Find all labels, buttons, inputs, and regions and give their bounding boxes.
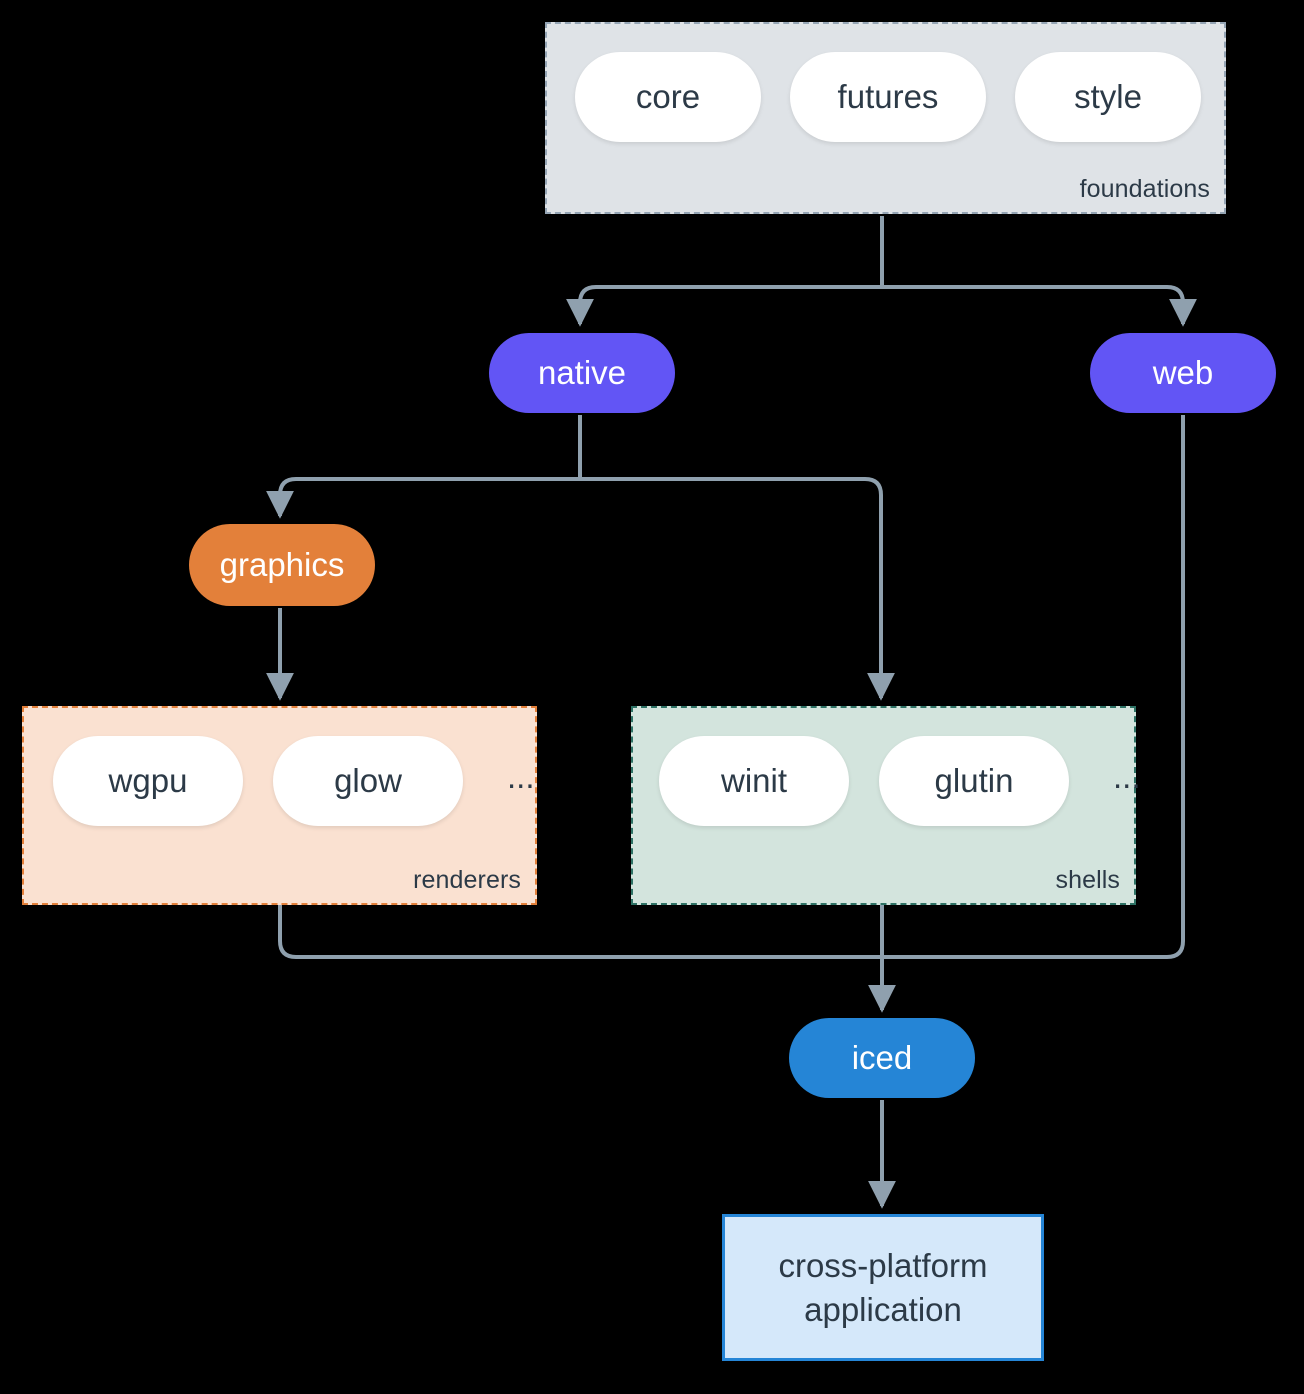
edge-native-to-graphics — [266, 477, 580, 519]
edge-foundations-to-native — [566, 285, 882, 327]
edge-foundations-to-web — [882, 285, 1197, 327]
foundations-pill-row: core futures style — [575, 52, 1201, 142]
node-cross-platform-application[interactable]: cross-platform application — [722, 1214, 1044, 1361]
group-shells: winit glutin ... shells — [631, 706, 1141, 905]
node-iced[interactable]: iced — [789, 1018, 975, 1098]
pill-core[interactable]: core — [575, 52, 761, 142]
group-label-renderers: renderers — [413, 866, 521, 894]
shells-ellipsis: ... — [1113, 757, 1141, 795]
shells-pill-row: winit glutin ... — [659, 736, 1141, 826]
pill-glow[interactable]: glow — [273, 736, 463, 826]
node-graphics[interactable]: graphics — [189, 524, 375, 606]
pill-winit[interactable]: winit — [659, 736, 849, 826]
renderers-pill-row: wgpu glow ... — [53, 736, 535, 826]
group-label-foundations: foundations — [1079, 175, 1210, 203]
edge-renderers-to-iced — [278, 905, 882, 959]
group-label-shells: shells — [1055, 866, 1120, 894]
application-line-1: cross-platform — [778, 1246, 988, 1284]
pill-style[interactable]: style — [1015, 52, 1201, 142]
renderers-ellipsis: ... — [507, 757, 535, 795]
group-foundations: core futures style foundations — [545, 22, 1226, 214]
node-native[interactable]: native — [489, 333, 675, 413]
application-line-2: application — [804, 1290, 962, 1328]
node-web[interactable]: web — [1090, 333, 1276, 413]
pill-wgpu[interactable]: wgpu — [53, 736, 243, 826]
edge-native-to-shells — [580, 477, 895, 701]
pill-glutin[interactable]: glutin — [879, 736, 1069, 826]
pill-futures[interactable]: futures — [790, 52, 986, 142]
group-renderers: wgpu glow ... renderers — [22, 706, 537, 905]
